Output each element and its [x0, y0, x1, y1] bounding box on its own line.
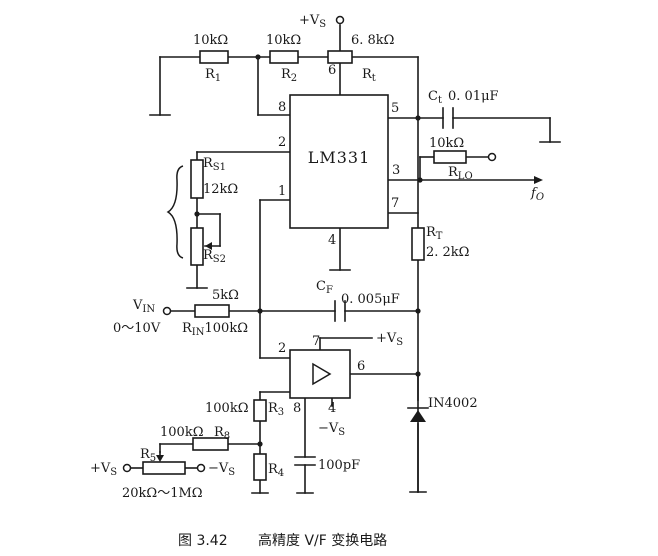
- resistor-rt-top: [327, 50, 353, 64]
- label-pin3: 3: [392, 163, 400, 178]
- ground-symbol: [149, 114, 561, 494]
- label-cf-name: CF: [316, 279, 333, 296]
- label-rt-value: 2. 2kΩ: [426, 245, 469, 260]
- figure-number: 图 3.42: [178, 533, 228, 549]
- label-r2-name: R2: [281, 67, 297, 84]
- ic-name: LM331: [308, 148, 371, 167]
- opamp: [289, 349, 351, 399]
- label-rs1-name: RS1: [203, 156, 226, 173]
- label-op-pin7: 7: [312, 334, 320, 349]
- label-ct-value: 0. 01μF: [448, 89, 499, 104]
- label-r3-value: 100kΩ: [205, 401, 248, 416]
- label-pin4: 4: [328, 233, 336, 248]
- wires: [130, 24, 551, 494]
- label-op-pin8: 8: [293, 401, 301, 416]
- resistor-rs2: [190, 227, 204, 266]
- label-rt-name: RT: [426, 225, 443, 242]
- label-fo: fO: [530, 186, 544, 203]
- label-ct-name: Ct: [428, 89, 442, 106]
- vin-terminal: [162, 306, 172, 316]
- label-op-pin4: 4: [328, 401, 336, 416]
- resistor-r8: [192, 437, 229, 451]
- label-pin2: 2: [278, 135, 286, 150]
- ic-lm331: [289, 94, 389, 229]
- capacitor-100pf: [294, 456, 316, 466]
- label-r5-name: R5: [140, 447, 156, 464]
- label-pin7: 7: [391, 196, 399, 211]
- label-r6-value: 6. 8kΩ: [351, 33, 394, 48]
- label-pin1: 1: [278, 184, 286, 199]
- label-op-pin6: 6: [357, 359, 365, 374]
- output-arrow-icon: [534, 176, 543, 184]
- resistor-r5-pot: [142, 461, 186, 475]
- label-pot-nvs: −VS: [208, 461, 235, 478]
- label-pin8: 8: [278, 100, 286, 115]
- label-r2-value: 10kΩ: [266, 33, 301, 48]
- vs-terminal: [335, 15, 345, 25]
- label-op-vs: +VS: [376, 331, 403, 348]
- label-pot-range: 20kΩ～1MΩ: [122, 486, 203, 501]
- label-rs2-name: RS2: [203, 248, 226, 265]
- label-rin-value: 5kΩ: [212, 288, 239, 303]
- label-op-pin2: 2: [278, 341, 286, 356]
- resistor-r3: [253, 399, 267, 422]
- label-r3-name: R3: [268, 401, 284, 418]
- resistor-rs1: [190, 159, 204, 199]
- label-r1-name: R1: [205, 67, 221, 84]
- label-vin-name: VIN: [132, 298, 155, 315]
- label-pot-pvs: +VS: [90, 461, 117, 478]
- resistor-r4: [253, 453, 267, 481]
- pot-arrow-icon: [156, 455, 164, 462]
- label-r8-value: 100kΩ: [160, 425, 203, 440]
- opamp-triangle-icon: [312, 362, 332, 386]
- label-rlo-name: RLO: [448, 165, 473, 182]
- label-r1-value: 10kΩ: [193, 33, 228, 48]
- rlo-terminal: [487, 152, 497, 162]
- resistor-rin: [194, 304, 230, 318]
- resistor-rlo: [433, 150, 467, 164]
- label-r4-name: R4: [268, 462, 284, 479]
- label-rin-name: RIN100kΩ: [182, 321, 248, 338]
- label-pin5: 5: [391, 101, 399, 116]
- label-rs1-value: 12kΩ: [203, 182, 238, 197]
- label-diode: IN4002: [428, 396, 478, 411]
- label-r6-name: Rt: [362, 67, 376, 84]
- label-op-nvs: −VS: [318, 421, 345, 438]
- pot-pos-terminal: [122, 463, 132, 473]
- label-c100-value: 100pF: [318, 458, 360, 473]
- resistor-r2: [269, 50, 299, 64]
- brace-icon: [166, 165, 184, 259]
- pot-neg-terminal: [196, 463, 206, 473]
- pot-arrow-icon: [205, 242, 212, 250]
- label-cf-value: 0. 005μF: [341, 292, 400, 307]
- capacitor-cf: [334, 300, 346, 322]
- label-r8-name: R8: [214, 425, 230, 442]
- resistor-rt: [411, 227, 425, 261]
- label-vin-range: 0～10V: [113, 321, 161, 336]
- diode-in4002: [407, 407, 429, 422]
- figure-title: 高精度 V/F 变换电路: [258, 532, 387, 549]
- capacitor-ct: [442, 107, 454, 129]
- label-rlo-value: 10kΩ: [429, 136, 464, 151]
- label-pin6-top: 6: [328, 63, 336, 78]
- resistor-r1: [199, 50, 229, 64]
- label-vs-top: +VS: [299, 13, 326, 30]
